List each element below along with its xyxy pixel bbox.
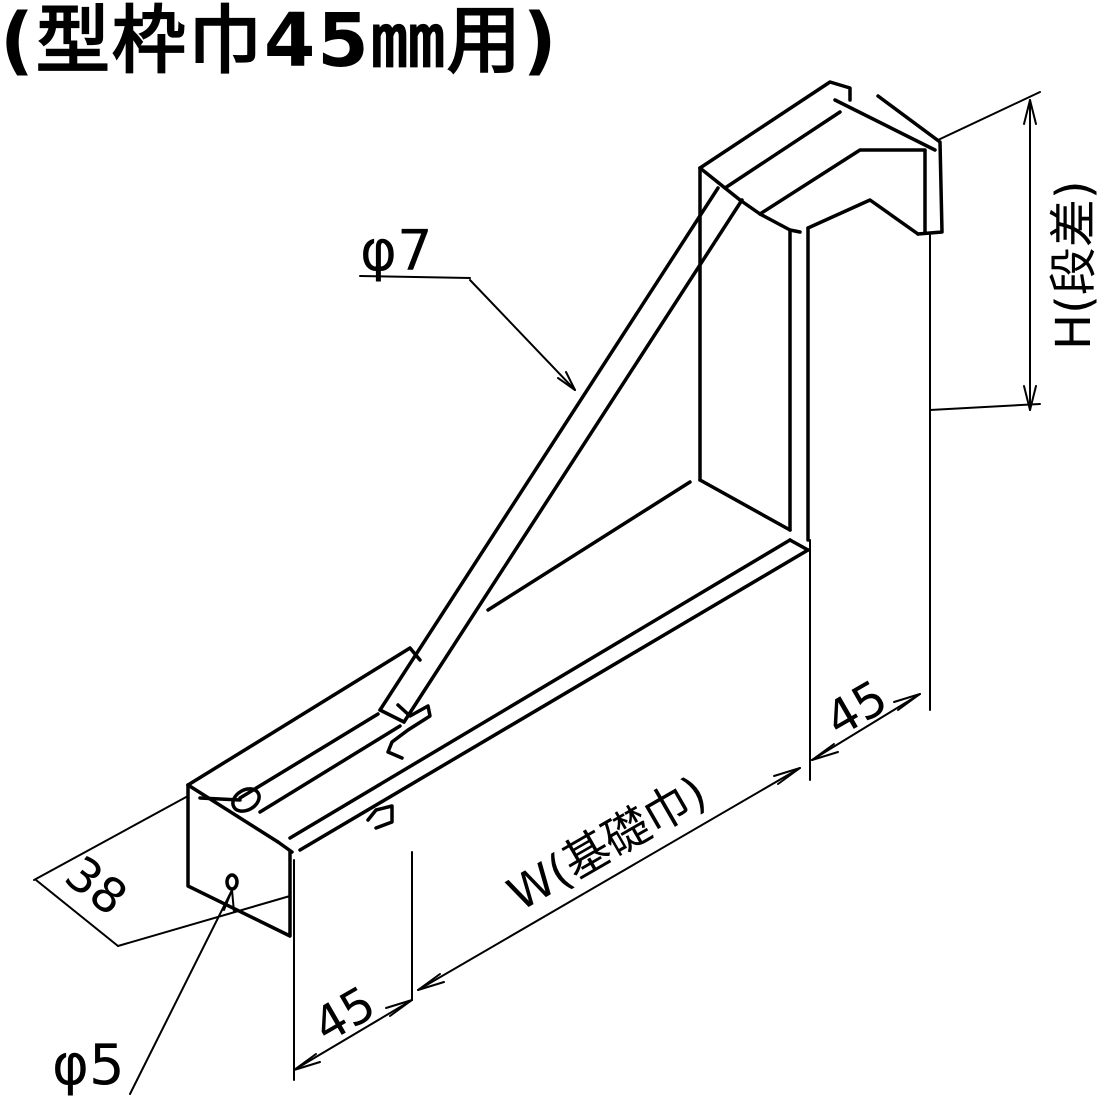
pin-diameter-label: φ5 xyxy=(52,1033,125,1098)
height-dimension-label: H(段差) xyxy=(1046,180,1102,350)
width-dimension-label: W(基礎巾) xyxy=(499,765,716,921)
lower-base-part xyxy=(186,538,810,938)
rod-diameter-label: φ7 xyxy=(360,219,433,284)
right-offset-label: 45 xyxy=(816,669,897,748)
diagonal-rod xyxy=(378,186,744,724)
page-title: (型枠巾45㎜用) xyxy=(0,0,559,84)
left-offset-label: 45 xyxy=(304,975,385,1054)
dimension-lines xyxy=(33,91,1041,1095)
depth-dimension-label: 38 xyxy=(55,845,138,927)
upper-hanger-part xyxy=(486,80,944,612)
